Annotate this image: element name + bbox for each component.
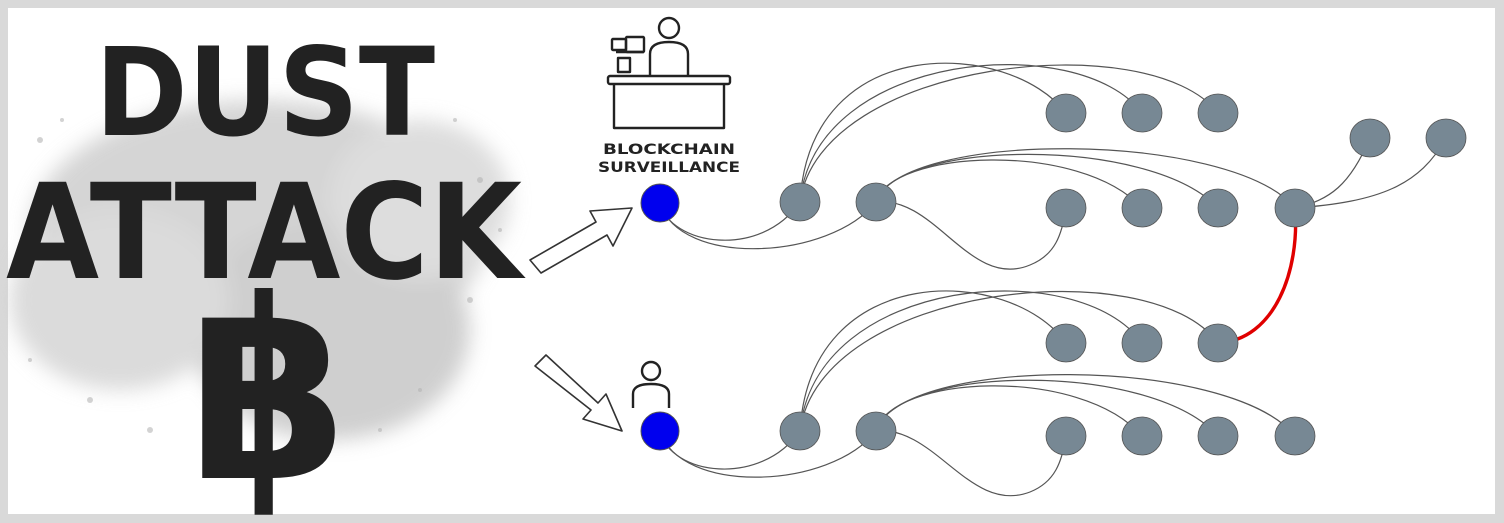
tx-node <box>1274 416 1316 456</box>
arrow-to-surveillance-icon <box>529 207 633 274</box>
tx-node <box>1197 416 1239 456</box>
tx-node <box>1121 188 1163 228</box>
tx-node <box>1121 323 1163 363</box>
tx-node <box>1425 118 1467 158</box>
surveillance-label-line1: BLOCKCHAIN <box>603 142 735 158</box>
tx-node <box>1197 323 1239 363</box>
tx-node <box>1349 118 1391 158</box>
tx-node <box>855 182 897 222</box>
arrow-to-user-icon <box>534 354 623 432</box>
surveillance-desk-icon <box>606 16 732 130</box>
tx-node <box>1045 323 1087 363</box>
surveillance-origin-node <box>640 183 680 223</box>
title-attack: ATTACK <box>6 156 526 310</box>
tx-node <box>1197 93 1239 133</box>
tx-node <box>1274 188 1316 228</box>
top-cluster-nodes <box>779 93 1467 228</box>
tx-node <box>779 182 821 222</box>
bottom-cluster-nodes <box>779 323 1316 456</box>
tx-node <box>1197 188 1239 228</box>
tx-node <box>1121 93 1163 133</box>
tx-node <box>1045 416 1087 456</box>
dust-cloud <box>10 100 510 440</box>
title-dust: DUST <box>95 22 435 164</box>
tx-node <box>855 411 897 451</box>
bottom-cluster-edges <box>659 290 1296 497</box>
surveillance-label-line2: SURVEILLANCE <box>598 160 740 176</box>
tx-node <box>1121 416 1163 456</box>
tx-node <box>1045 188 1087 228</box>
user-icon <box>631 360 671 408</box>
bitcoin-symbol-icon: ฿ <box>188 246 348 523</box>
user-origin-node <box>640 411 680 451</box>
dust-speckles <box>22 118 502 433</box>
tx-node <box>779 411 821 451</box>
link-edge <box>1217 207 1298 345</box>
tx-node <box>1045 93 1087 133</box>
top-cluster-edges <box>659 62 1447 270</box>
